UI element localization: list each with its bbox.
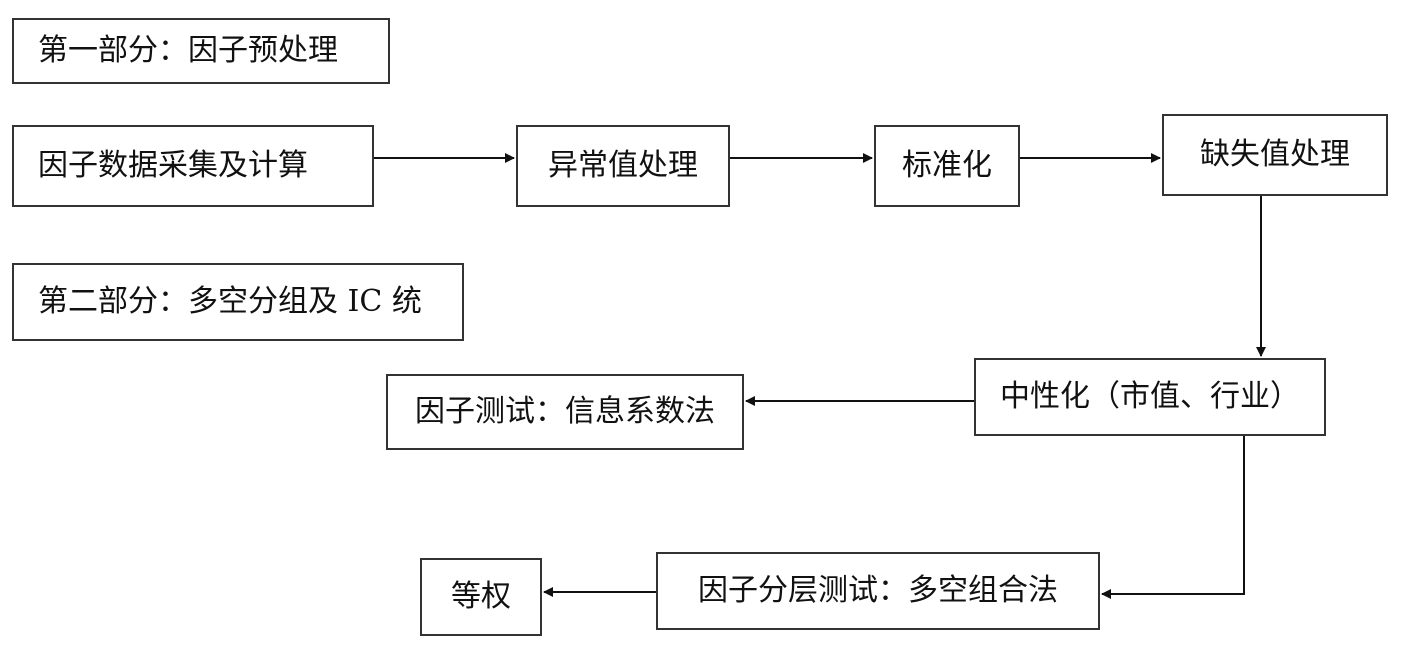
section-label-part1: 第一部分：因子预处理: [12, 18, 390, 84]
node-collect: 因子数据采集及计算: [12, 125, 374, 207]
node-neutralize: 中性化（市值、行业）: [974, 358, 1326, 436]
arrow-neutralize-to-layer-test: [1101, 436, 1245, 599]
node-outlier: 异常值处理: [516, 125, 730, 207]
node-missing: 缺失值处理: [1162, 114, 1388, 196]
node-equal-weight: 等权: [420, 558, 542, 636]
node-standardize: 标准化: [874, 125, 1020, 207]
node-layer-test: 因子分层测试：多空组合法: [656, 552, 1100, 630]
section-label-part2: 第二部分：多空分组及 IC 统: [12, 263, 464, 341]
node-ic-test: 因子测试：信息系数法: [386, 374, 744, 450]
